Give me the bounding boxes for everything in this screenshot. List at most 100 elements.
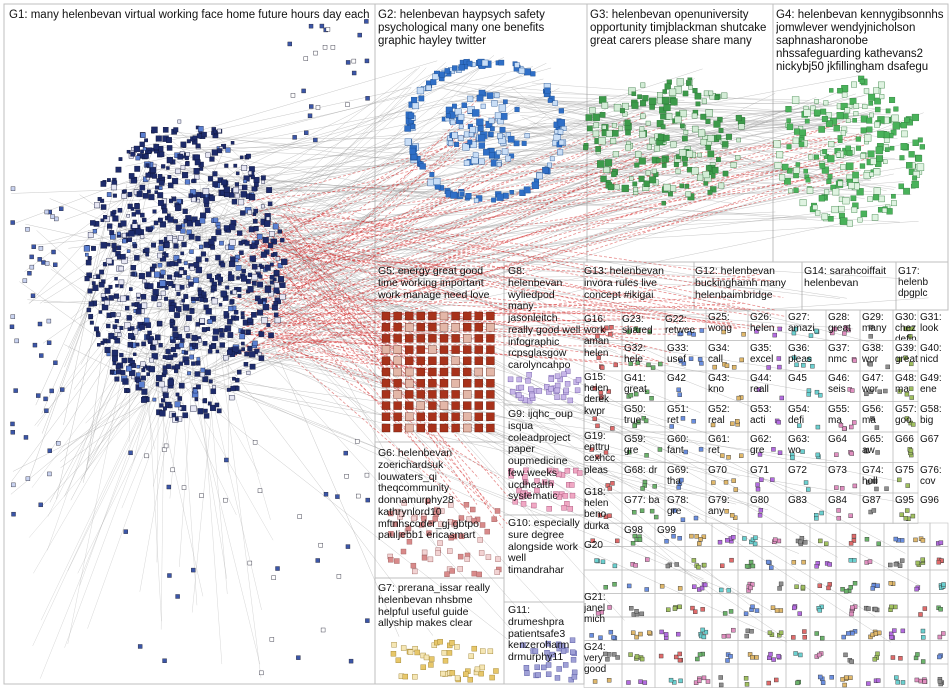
graph-node (426, 85, 431, 90)
graph-node (119, 280, 124, 285)
graph-node (916, 561, 920, 565)
graph-node (259, 264, 262, 267)
graph-node (598, 636, 602, 640)
graph-node (625, 120, 631, 126)
group-label-g49: G49: ene (920, 373, 950, 395)
graph-node (499, 105, 506, 112)
graph-node (759, 478, 763, 482)
graph-node (39, 246, 43, 250)
graph-node (819, 195, 825, 201)
graph-node (854, 104, 859, 109)
graph-node (236, 265, 241, 270)
graph-node (417, 402, 425, 410)
graph-node (593, 417, 597, 421)
graph-node (10, 422, 14, 426)
graph-node (818, 539, 822, 543)
graph-node (162, 448, 166, 452)
graph-node (26, 477, 30, 481)
graph-node (794, 188, 799, 193)
graph-node (452, 346, 460, 354)
graph-node (151, 268, 155, 272)
graph-node (590, 633, 594, 637)
graph-node (669, 678, 673, 682)
graph-node (519, 385, 524, 390)
graph-node (24, 435, 28, 439)
graph-node (405, 413, 413, 421)
graph-node (199, 295, 202, 298)
graph-node (697, 679, 701, 683)
graph-node (242, 269, 246, 273)
graph-node (117, 313, 121, 317)
graph-node (48, 449, 52, 453)
graph-node (202, 327, 206, 331)
graph-node (850, 631, 854, 635)
graph-node (452, 402, 460, 410)
graph-node (486, 312, 494, 320)
graph-node (174, 312, 179, 317)
graph-node (708, 135, 714, 141)
graph-node (643, 681, 647, 685)
graph-node (905, 509, 909, 513)
graph-node (417, 368, 425, 376)
graph-node (775, 609, 779, 613)
graph-node (182, 486, 186, 490)
graph-node (440, 671, 445, 676)
graph-node (187, 372, 190, 375)
graph-node (270, 637, 274, 641)
graph-node (355, 439, 359, 443)
graph-node (697, 175, 703, 181)
graph-node (15, 339, 19, 343)
group-label-g8: G8: helenbevan wyliedpod many jasonleitc… (508, 266, 582, 372)
graph-node (744, 676, 748, 680)
graph-node (240, 156, 243, 159)
graph-node (625, 145, 630, 150)
graph-node (166, 167, 169, 170)
graph-node (558, 119, 565, 126)
graph-node (85, 253, 88, 256)
graph-node (874, 168, 881, 175)
graph-node (852, 534, 856, 538)
graph-node (820, 109, 825, 114)
graph-node (793, 173, 798, 178)
graph-node (850, 606, 854, 610)
graph-node (656, 158, 660, 162)
graph-node (229, 192, 234, 197)
graph-node (503, 193, 508, 198)
graph-node (128, 238, 132, 242)
graph-node (786, 106, 792, 112)
graph-node (105, 347, 111, 353)
graph-node (431, 79, 437, 85)
graph-node (851, 196, 856, 201)
small-group-frame (712, 664, 738, 688)
graph-node (119, 353, 123, 357)
graph-node (698, 153, 702, 157)
graph-node (527, 372, 532, 377)
graph-node (856, 137, 861, 142)
graph-node (634, 563, 638, 567)
graph-node (486, 368, 494, 376)
graph-node (233, 187, 239, 193)
graph-node (255, 240, 259, 244)
graph-node (161, 398, 165, 402)
graph-node (640, 127, 644, 131)
graph-node (702, 676, 706, 680)
graph-node (608, 184, 614, 190)
graph-node (830, 675, 834, 679)
graph-node (47, 319, 51, 323)
graph-node (720, 564, 724, 568)
group-label-g41: G41: great (624, 373, 660, 395)
graph-node (676, 169, 681, 174)
group-label-g7: G7: prerana_issar really helenbevan nhsb… (378, 583, 504, 630)
graph-node (185, 156, 189, 160)
graph-node (134, 166, 139, 171)
graph-node (440, 346, 448, 354)
graph-node (768, 631, 772, 635)
graph-node (186, 334, 190, 338)
graph-node (323, 45, 327, 49)
graph-node (869, 334, 873, 338)
small-group-frame (930, 570, 948, 594)
graph-node (242, 348, 245, 351)
small-group-frame (738, 664, 762, 688)
graph-node (345, 103, 349, 107)
graph-node (405, 323, 413, 331)
